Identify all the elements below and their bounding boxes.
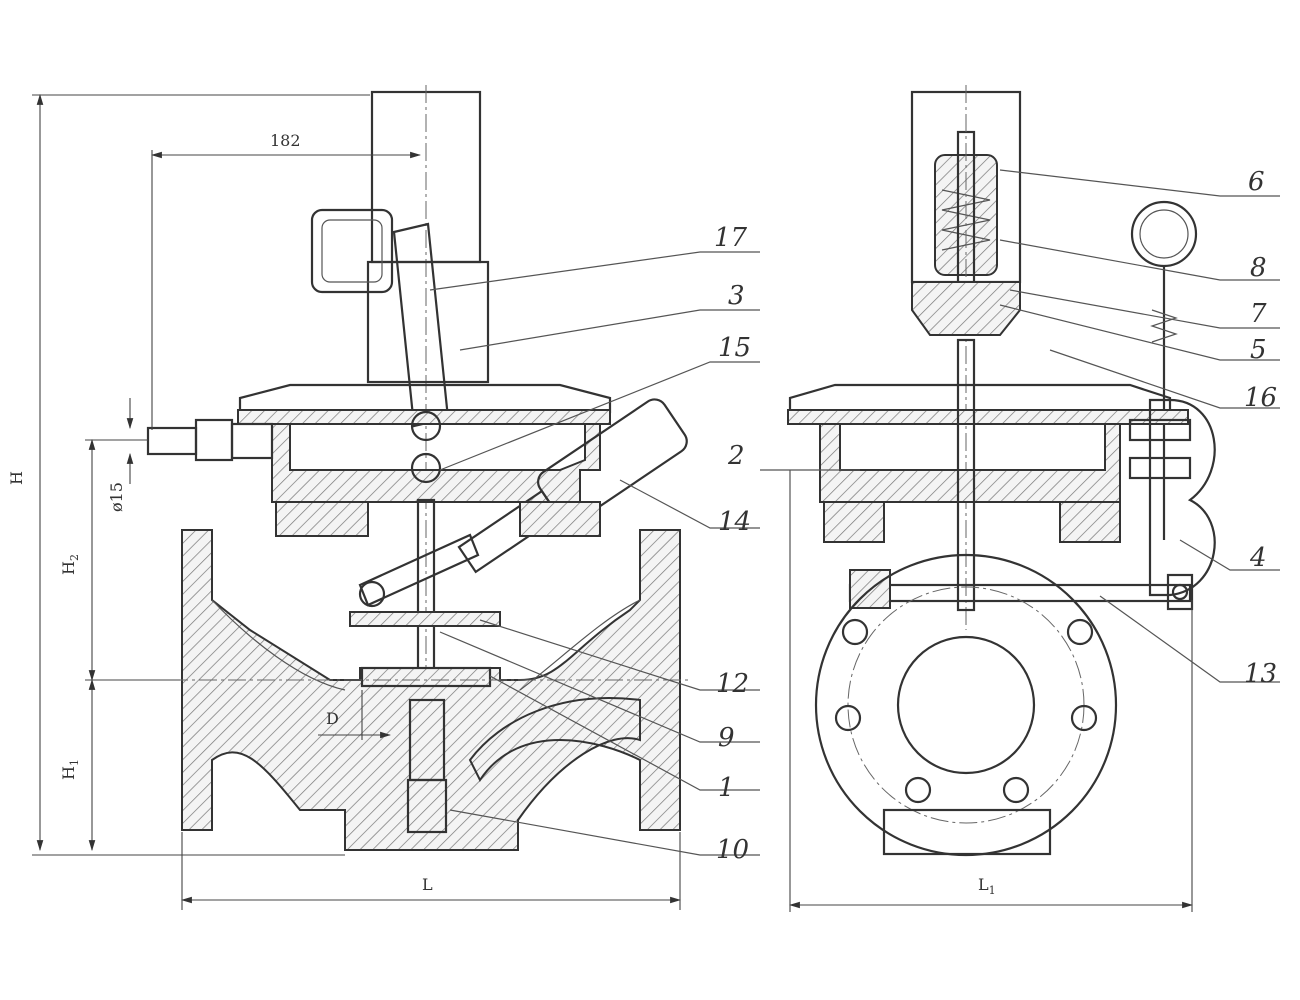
valve-body <box>181 529 681 851</box>
callout-3: 3 <box>728 281 745 311</box>
pipe-connection <box>146 426 198 456</box>
gauge-spring <box>1150 309 1178 343</box>
bolt-hole <box>904 776 932 804</box>
bolt-hole <box>1002 776 1030 804</box>
linkage-pin <box>358 580 386 608</box>
side-valve-stem <box>956 338 976 612</box>
bottom-plug <box>406 778 448 834</box>
dim-L1: L1 <box>978 875 996 897</box>
callout-6: 6 <box>1248 167 1265 197</box>
dim-d15: ø15 <box>107 482 126 512</box>
callout-12: 12 <box>716 669 749 699</box>
dimension-lines: 182 H H2 H1 ø15 D L L1 <box>7 93 1194 912</box>
dim-182: 182 <box>270 131 301 150</box>
callout-16: 16 <box>1244 383 1277 413</box>
cross-shaft <box>848 583 1192 603</box>
spring <box>941 189 991 251</box>
front-view <box>146 85 690 851</box>
side-view <box>787 85 1216 857</box>
dim-H: H <box>7 471 26 485</box>
side-diaphragm-cover <box>788 383 1172 414</box>
pivot-pin-lower <box>410 452 442 484</box>
pipe-nut <box>194 418 234 462</box>
callout-2: 2 <box>727 441 745 471</box>
solenoid-head <box>310 208 394 294</box>
valve-disc <box>349 611 501 627</box>
bolt-hole <box>841 618 869 646</box>
side-housing-base <box>911 281 1021 336</box>
bolt-hole <box>1070 704 1098 732</box>
pivot-pin-upper <box>410 410 442 442</box>
bonnet-flange <box>275 501 369 537</box>
callout-leaders <box>429 169 1280 856</box>
bolt-hole <box>1066 618 1094 646</box>
diaphragm-cover <box>238 383 612 414</box>
side-lever-housing <box>1148 398 1216 597</box>
diaphragm-flange <box>237 409 611 425</box>
housing-base <box>366 260 490 384</box>
callout-7: 7 <box>1250 299 1267 329</box>
side-lower-chamber <box>819 423 1121 503</box>
bolt-hole <box>834 704 862 732</box>
callout-1: 1 <box>718 773 735 803</box>
dim-D: D <box>326 709 339 728</box>
side-diaphragm-flange <box>787 409 1189 425</box>
callout-17: 17 <box>714 223 748 253</box>
dim-H1: H1 <box>59 759 81 780</box>
callout-10: 10 <box>716 835 749 865</box>
dim-H2: H2 <box>59 554 81 575</box>
callout-8: 8 <box>1250 253 1267 283</box>
seat-ring <box>360 666 492 688</box>
callout-14: 14 <box>718 507 751 537</box>
callout-9: 9 <box>718 723 735 753</box>
lever-arm <box>392 222 450 428</box>
callout-13: 13 <box>1244 659 1277 689</box>
pressure-gauge <box>1130 200 1198 268</box>
dim-L: L <box>422 875 433 894</box>
side-bore <box>896 635 1036 775</box>
callout-numbers: 17 3 15 14 12 9 1 10 6 8 7 5 16 2 4 13 <box>714 167 1277 865</box>
side-base <box>882 808 1052 856</box>
callout-15: 15 <box>718 333 751 363</box>
callout-4: 4 <box>1249 543 1267 573</box>
callout-5: 5 <box>1250 335 1267 365</box>
